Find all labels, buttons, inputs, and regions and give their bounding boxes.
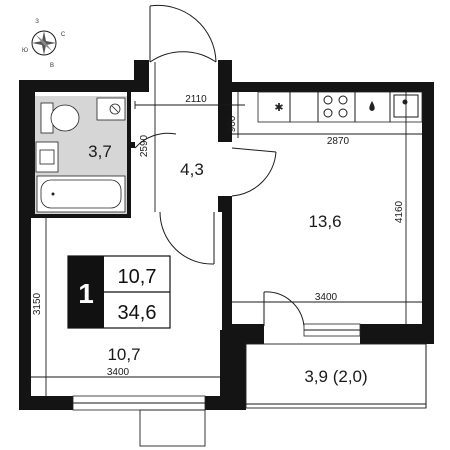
- bathroom-fixtures: [35, 96, 127, 214]
- doors: [134, 4, 305, 327]
- sink-icon: [35, 141, 59, 173]
- badge-living-area: 10,7: [118, 266, 157, 288]
- dim-bedroom-width: 3400: [107, 367, 130, 378]
- compass-rose-icon: З С Ю В: [22, 19, 66, 69]
- room-area-bathroom: 3,7: [88, 142, 112, 161]
- svg-text:✱: ✱: [274, 101, 283, 114]
- dimension-lines: [31, 62, 422, 396]
- stove-icon: [323, 95, 348, 118]
- dim-kitchen-width: 2870: [327, 136, 350, 147]
- compass-south: Ю: [22, 48, 28, 54]
- apartment-badge: 1 10,7 34,6: [67, 255, 171, 329]
- dim-niche: 900: [227, 115, 238, 132]
- dim-kitchen-depth: 4160: [394, 200, 405, 223]
- toilet-icon: [40, 102, 80, 134]
- bathtub-icon: [36, 175, 126, 213]
- badge-rooms-count: 1: [78, 278, 94, 309]
- room-area-hallway: 4,3: [180, 160, 204, 179]
- room-area-kitchen: 13,6: [308, 212, 341, 231]
- dim-kitchen-bottom: 3400: [315, 292, 338, 303]
- ventilation-icon: [96, 97, 126, 121]
- badge-total-area: 34,6: [118, 302, 157, 324]
- room-area-bedroom: 10,7: [107, 345, 140, 364]
- kitchen-fixtures: ✱: [257, 91, 423, 123]
- fridge-icon: ✱: [274, 101, 283, 114]
- compass-east: В: [50, 63, 54, 69]
- bay-block: [139, 409, 206, 447]
- water-drop-icon: [369, 101, 375, 111]
- compass-west: З: [35, 19, 39, 25]
- walls: [19, 60, 434, 410]
- dim-bedroom-depth: 3150: [32, 292, 43, 315]
- balcony: [245, 343, 427, 409]
- room-area-balcony: 3,9 (2,0): [304, 367, 367, 386]
- compass-north: С: [61, 32, 66, 38]
- windows: [72, 323, 361, 411]
- dim-hall-depth: 2590: [139, 134, 150, 157]
- dim-hall-width: 2110: [185, 94, 207, 105]
